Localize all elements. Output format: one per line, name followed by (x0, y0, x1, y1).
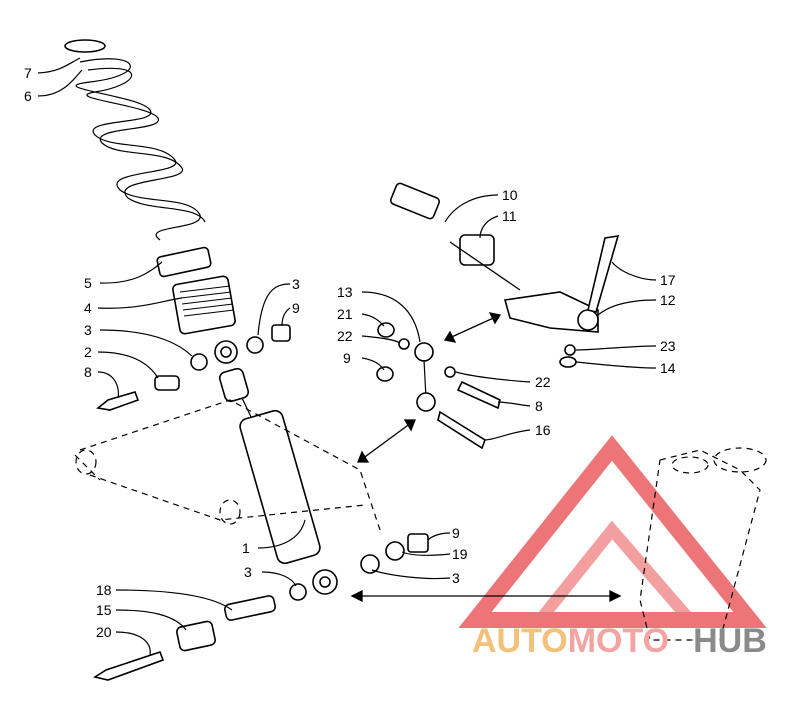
callout-21: 21 (337, 306, 353, 322)
callout-23: 23 (660, 338, 676, 354)
callout-8: 8 (535, 398, 543, 414)
watermark-auto: AUTO (472, 622, 568, 660)
callout-18: 18 (96, 582, 112, 598)
sleeve-2 (154, 375, 180, 391)
bolt-20 (92, 650, 165, 681)
coil-spring (64, 39, 206, 241)
callout-5: 5 (84, 275, 92, 291)
arm-12 (503, 291, 599, 333)
callout-2: 2 (84, 344, 92, 360)
spacer-3a (190, 353, 208, 371)
callout-6: 6 (24, 88, 32, 104)
callout-22: 22 (337, 328, 353, 344)
spacer-3d (360, 554, 380, 574)
callout-13: 13 (337, 284, 353, 300)
callout-labels: 7 6 5 4 3 2 8 3 9 1 3 18 15 20 9 19 3 10… (24, 65, 676, 640)
watermark-text: AUTOMOTO HUB (472, 622, 767, 660)
callout-3: 3 (244, 564, 252, 580)
spindle (639, 447, 767, 641)
nut-21 (377, 322, 395, 338)
sleeve-18 (224, 595, 276, 621)
callout-16: 16 (535, 422, 551, 438)
callout-19: 19 (452, 546, 468, 562)
shock-upper-parts (96, 246, 291, 411)
a-arm (74, 399, 381, 531)
washer-19 (385, 541, 405, 561)
shock-lower-parts (92, 533, 429, 681)
callout-17: 17 (660, 272, 676, 288)
callout-12: 12 (660, 292, 676, 308)
link-eye-bottom (416, 392, 436, 412)
callout-9: 9 (292, 300, 300, 316)
watermark-moto: MOTO (568, 622, 669, 660)
watermark-logo (458, 435, 767, 628)
watermark-hub: HUB (693, 622, 767, 660)
callout-9: 9 (452, 525, 460, 541)
callout-14: 14 (660, 360, 676, 376)
callout-7: 7 (24, 65, 32, 81)
callout-4: 4 (84, 300, 92, 316)
spring-retainer-cap (64, 39, 106, 53)
assembly-arrows (350, 241, 622, 603)
link-end-10 (389, 182, 441, 220)
nut-9b (407, 533, 429, 553)
bolt-8b (456, 380, 501, 410)
bushing-15 (176, 620, 216, 652)
spacer-3c (289, 583, 307, 601)
bolt-16 (437, 410, 486, 450)
bolt-8a (96, 391, 140, 411)
shock-absorber (218, 367, 338, 595)
callout-3: 3 (452, 570, 460, 586)
callout-22: 22 (535, 374, 551, 390)
callout-10: 10 (502, 187, 518, 203)
callout-9: 9 (343, 350, 351, 366)
spring-collar (156, 246, 212, 278)
callout-11: 11 (502, 208, 517, 224)
callout-15: 15 (96, 602, 112, 618)
callout-1: 1 (242, 540, 250, 556)
spacer-3b (246, 336, 264, 354)
callout-3: 3 (84, 322, 92, 338)
shock-body (239, 409, 321, 565)
callout-3: 3 (292, 276, 300, 292)
leader-lines (37, 57, 657, 656)
nut-14 (559, 356, 577, 368)
bushing-11 (459, 234, 495, 266)
washer-22b (444, 366, 456, 378)
washer-22a (398, 338, 410, 350)
bolt-17 (587, 235, 620, 313)
nut-9a (271, 324, 291, 342)
link-eye-top (414, 342, 434, 362)
nut-9c (376, 366, 394, 382)
callout-20: 20 (96, 624, 112, 640)
callout-8: 8 (84, 364, 92, 380)
washer-23 (564, 344, 576, 356)
sway-link-group (376, 182, 620, 450)
